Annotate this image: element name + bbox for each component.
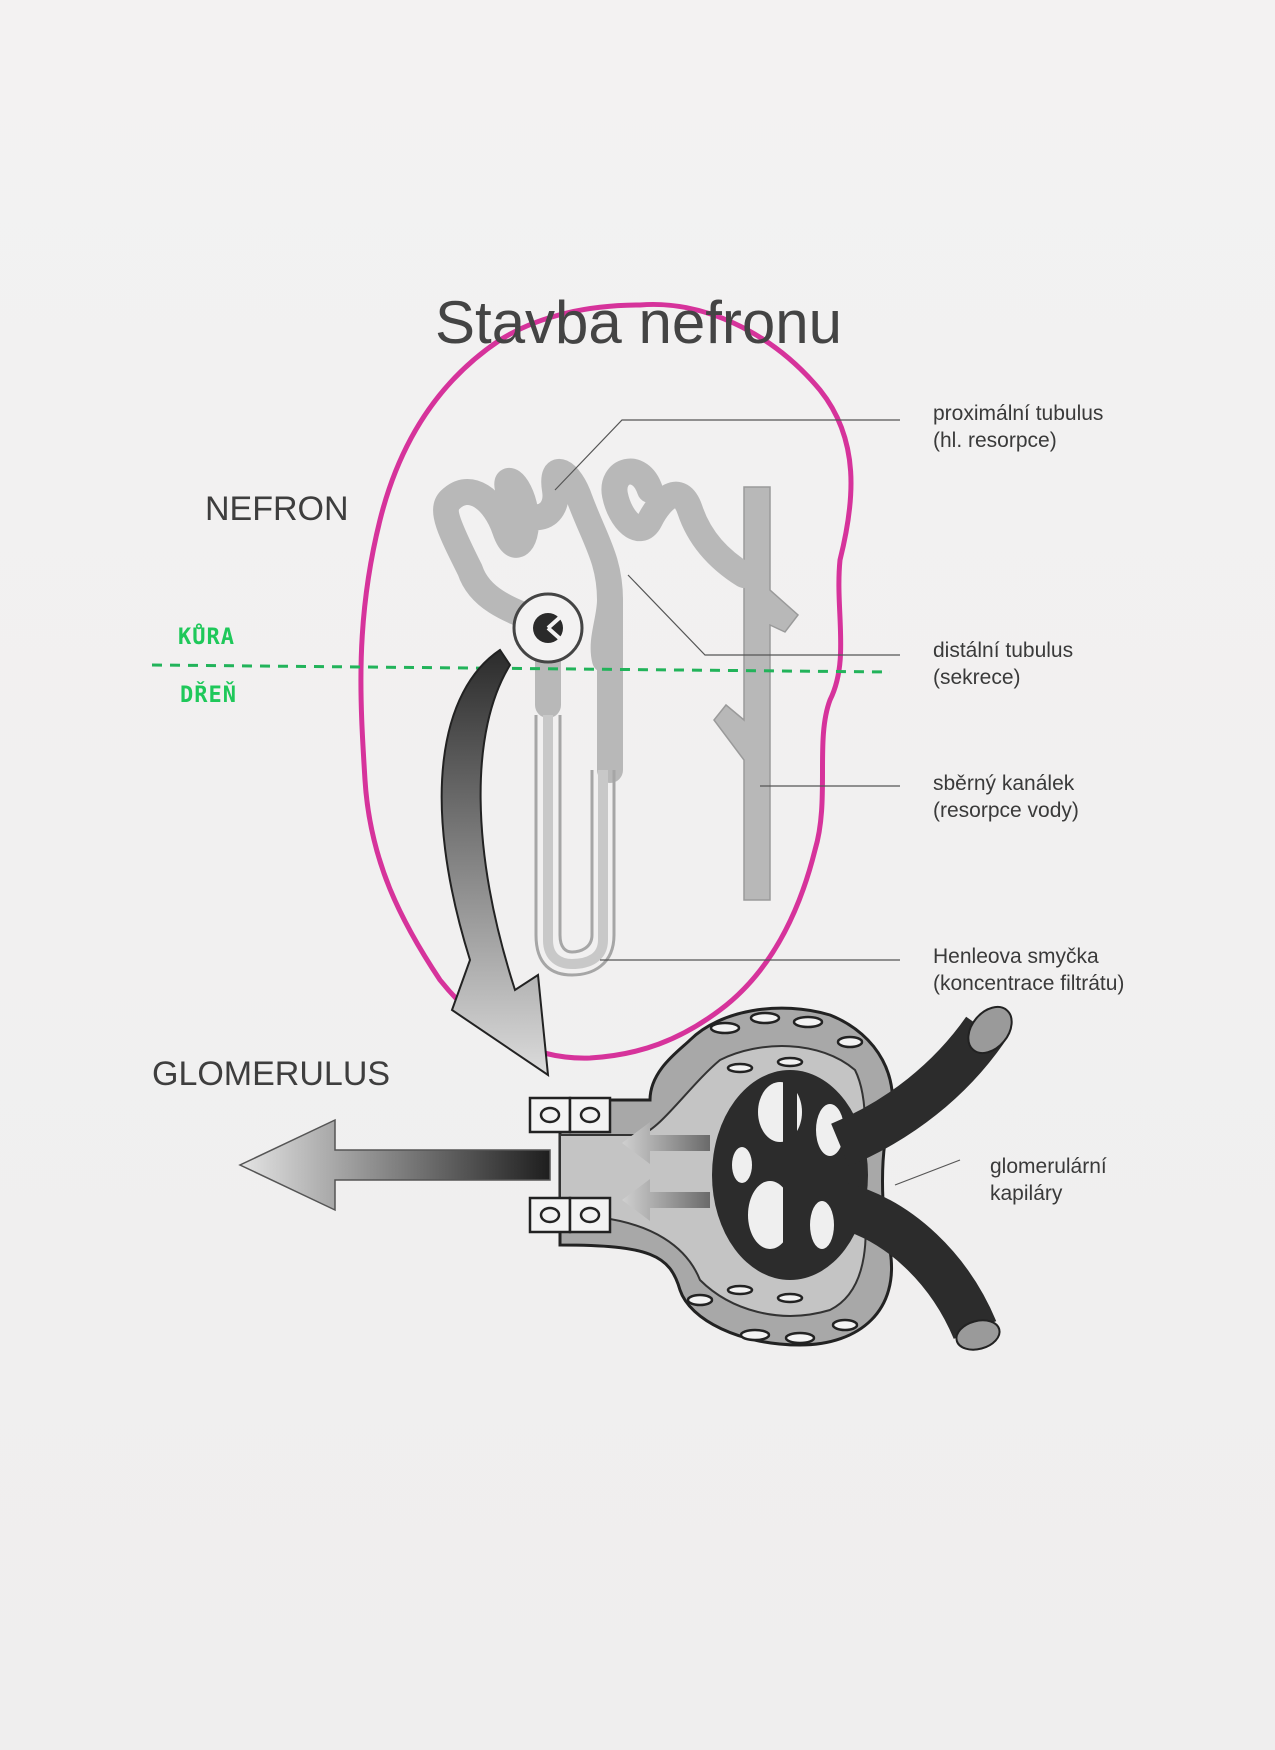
filtration-arrows xyxy=(622,1122,710,1221)
capillary-tuft xyxy=(712,1070,868,1280)
label-line: (sekrece) xyxy=(933,666,1021,689)
label-line: sběrný kanálek xyxy=(933,772,1075,795)
label-collecting-duct: sběrný kanálek (resorpce vody) xyxy=(933,770,1079,824)
label-line: kapiláry xyxy=(990,1182,1063,1205)
label-glomerular-capillaries: glomerulární kapiláry xyxy=(990,1153,1107,1207)
magnify-arrow xyxy=(440,648,550,1078)
efferent-arteriole xyxy=(833,1182,997,1340)
kidney-outline xyxy=(358,301,854,1061)
distal-tubule xyxy=(601,458,757,588)
henle-loop xyxy=(534,715,616,977)
epithelial-cells xyxy=(528,1011,864,1345)
urine-output-arrow xyxy=(238,1118,551,1212)
zone-label-cortex: KŮRA xyxy=(178,625,235,650)
zone-label-medulla: DŘEŇ xyxy=(180,683,237,708)
label-line: glomerulární xyxy=(990,1155,1107,1178)
label-line: distální tubulus xyxy=(933,639,1074,662)
label-line: proximální tubulus xyxy=(933,402,1104,425)
section-label-glomerulus: GLOMERULUS xyxy=(152,1055,391,1093)
label-proximal-tubule: proximální tubulus (hl. resorpce) xyxy=(933,400,1103,454)
label-line: (hl. resorpce) xyxy=(933,429,1057,452)
label-line: Henleova smyčka xyxy=(933,945,1099,968)
collecting-duct xyxy=(713,486,800,901)
cortex-medulla-boundary xyxy=(151,663,891,674)
label-line: (koncentrace filtrátu) xyxy=(933,972,1125,995)
proximal-tubule xyxy=(433,458,623,673)
label-henle-loop: Henleova smyčka (koncentrace filtrátu) xyxy=(933,943,1124,997)
page-title: Stavba nefronu xyxy=(435,289,842,356)
label-line: (resorpce vody) xyxy=(933,799,1079,822)
leader-lines xyxy=(554,419,961,1186)
section-label-nefron: NEFRON xyxy=(205,490,349,528)
label-distal-tubule: distální tubulus (sekrece) xyxy=(933,637,1073,691)
